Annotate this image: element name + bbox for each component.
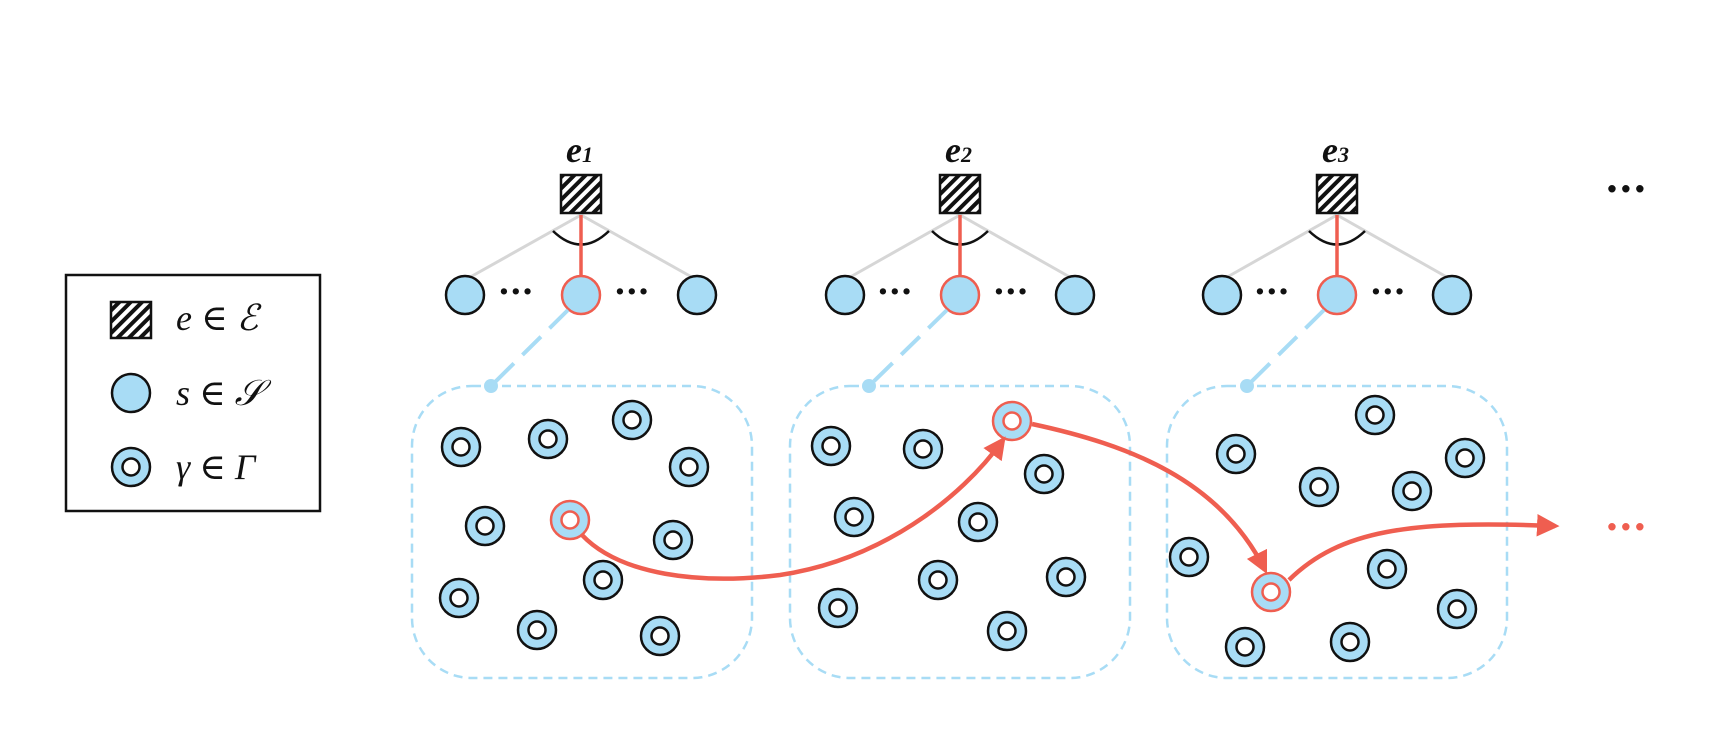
gamma-node	[438, 577, 480, 619]
legend-gamma-symbol-inner	[121, 457, 141, 477]
gamma-node	[668, 446, 710, 488]
legend-state-symbol	[110, 372, 152, 414]
state-node	[1201, 274, 1243, 316]
episode-2: e2 ··· ···	[788, 130, 1132, 680]
episode-1-square	[559, 173, 603, 215]
dashed-link	[867, 308, 949, 388]
ellipsis: ···	[498, 272, 534, 312]
continuation-ellipsis: ···	[1605, 166, 1647, 213]
gamma-node	[1023, 453, 1065, 495]
gamma-node	[1215, 433, 1257, 475]
gamma-node	[1391, 470, 1433, 512]
gamma-node	[1168, 536, 1210, 578]
gamma-node	[464, 505, 506, 547]
legend: e ∈ ℰ s ∈ 𝒮 γ ∈ Γ	[64, 273, 322, 513]
legend-episode-symbol	[109, 300, 153, 340]
trajectory-arrow-2	[1031, 421, 1268, 575]
gamma-nodes	[438, 394, 1486, 668]
episode-3-square	[1315, 173, 1359, 215]
trajectory-arrow-3	[1287, 514, 1560, 582]
trajectory	[580, 421, 1560, 582]
gamma-set-box	[410, 384, 754, 680]
ellipsis: ···	[1254, 272, 1290, 312]
gamma-node	[986, 610, 1028, 652]
episode-2-square	[938, 173, 982, 215]
state-node-selected	[939, 274, 981, 316]
state-node	[676, 274, 718, 316]
gamma-node	[652, 519, 694, 561]
dashed-link	[1245, 308, 1326, 388]
state-node-selected	[1316, 274, 1358, 316]
state-node	[1431, 274, 1473, 316]
legend-box	[64, 273, 322, 513]
gamma-node	[817, 587, 859, 629]
gamma-node	[1045, 556, 1087, 598]
state-node-selected	[560, 274, 602, 316]
gamma-node-selected	[991, 400, 1033, 442]
episode-1: e1 ··· ···	[410, 130, 754, 680]
ellipsis: ···	[877, 272, 913, 312]
tree-edge	[844, 213, 961, 282]
gamma-node	[582, 559, 624, 601]
gamma-set-box	[788, 384, 1132, 680]
gamma-node	[1224, 626, 1266, 668]
tree-edge	[580, 213, 698, 282]
legend-gamma-label: γ ∈ Γ	[176, 447, 257, 487]
trajectory-continuation-ellipsis: ···	[1605, 504, 1647, 551]
tree-edge	[464, 213, 582, 282]
ellipsis: ···	[614, 272, 650, 312]
tree-edge	[1336, 213, 1453, 282]
gamma-node	[1354, 394, 1396, 436]
gamma-node	[1329, 621, 1371, 663]
trajectory-arrow-1	[580, 436, 1006, 581]
episode-3: e3 ··· ···	[1165, 130, 1509, 680]
ellipsis: ···	[993, 272, 1029, 312]
state-node	[444, 274, 486, 316]
gamma-node	[527, 418, 569, 460]
gamma-node	[440, 426, 482, 468]
gamma-node	[833, 496, 875, 538]
gamma-node	[1436, 588, 1478, 630]
gamma-node	[917, 559, 959, 601]
gamma-node	[1444, 437, 1486, 479]
dashed-link	[489, 308, 570, 388]
gamma-node	[516, 609, 558, 651]
state-node	[1054, 274, 1096, 316]
gamma-node	[957, 501, 999, 543]
gamma-set-box	[1165, 384, 1509, 680]
gamma-node	[1298, 466, 1340, 508]
gamma-node	[810, 425, 852, 467]
episode-1-label: e1	[566, 130, 593, 170]
state-node	[824, 274, 866, 316]
gamma-node	[611, 399, 653, 441]
tree-edge	[959, 213, 1076, 282]
episode-2-label: e2	[945, 130, 972, 170]
gamma-node	[902, 428, 944, 470]
gamma-node-selected	[549, 499, 591, 541]
gamma-node-selected	[1250, 571, 1292, 613]
gamma-node	[639, 615, 681, 657]
tree-edge	[1221, 213, 1338, 282]
episode-3-label: e3	[1322, 130, 1349, 170]
ellipsis: ···	[1370, 272, 1406, 312]
legend-state-label: s ∈ 𝒮	[176, 373, 272, 413]
gamma-node	[1366, 548, 1408, 590]
legend-episode-label: e ∈ ℰ	[176, 298, 262, 338]
